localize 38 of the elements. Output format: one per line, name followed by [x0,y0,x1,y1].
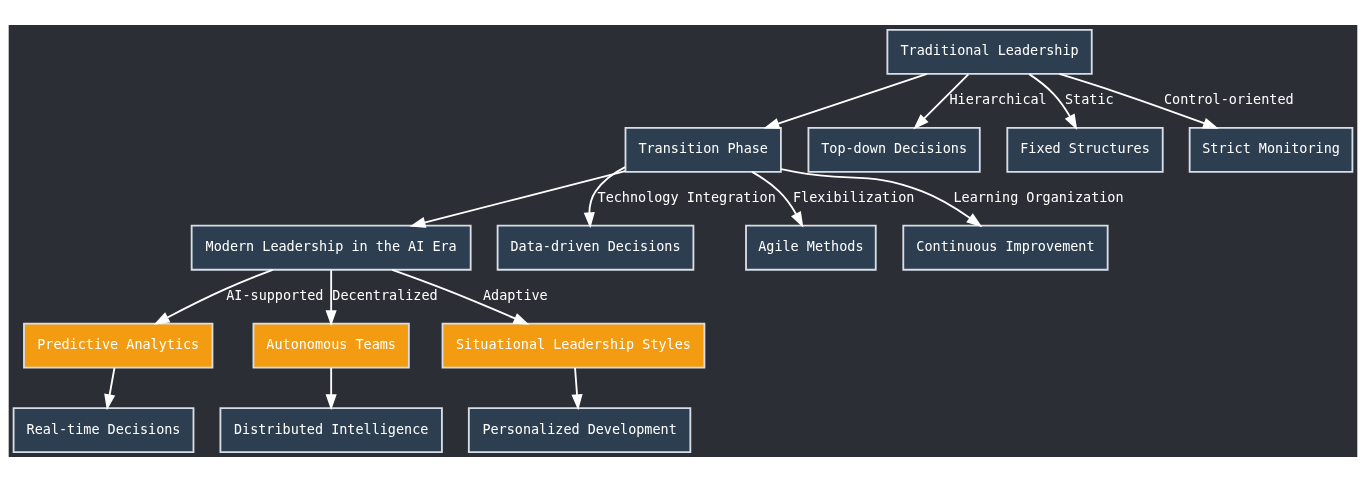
edge-label: Control-oriented [1164,91,1294,107]
arrow [571,366,583,410]
arrow [913,72,970,129]
node-box: Agile Methods [745,224,877,271]
arrow [583,165,627,228]
arrow [1058,72,1219,129]
node-box: Transition Phase [624,126,782,173]
arrow [325,366,337,410]
node-box: Situational Leadership Styles [441,322,706,369]
node-box: Data-driven Decisions [496,224,695,271]
edge-label: Technology Integration [597,189,776,205]
node-box: Fixed Structures [1006,126,1164,173]
node-box: Strict Monitoring [1188,126,1354,173]
arrow [153,268,274,325]
node-box: Continuous Improvement [902,224,1109,271]
edge-label: Adaptive [482,287,548,303]
edge-label: Learning Organization [953,189,1124,205]
node-box: Autonomous Teams [252,322,410,369]
edge-label: Static [1065,91,1114,107]
arrow [780,167,983,227]
node-box: Traditional Leadership [886,28,1093,75]
edge-label: Hierarchical [949,91,1047,107]
node-box: Predictive Analytics [23,322,214,369]
arrow [751,170,804,228]
arrow [391,268,530,325]
arrow [1028,72,1078,130]
node-box: Modern Leadership in the AI Era [190,224,472,271]
edge-label: Decentralized [332,287,438,303]
node-box: Distributed Intelligence [219,406,443,453]
arrow [325,268,337,326]
edge-label: AI-supported [226,287,324,303]
node-box: Real-time Decisions [12,406,195,453]
node-box: Top-down Decisions [807,126,981,173]
node-box: Personalized Development [467,406,692,453]
edge-label: Flexibilization [792,189,915,205]
arrow [763,72,928,129]
arrow [409,169,627,228]
arrow [104,366,116,410]
